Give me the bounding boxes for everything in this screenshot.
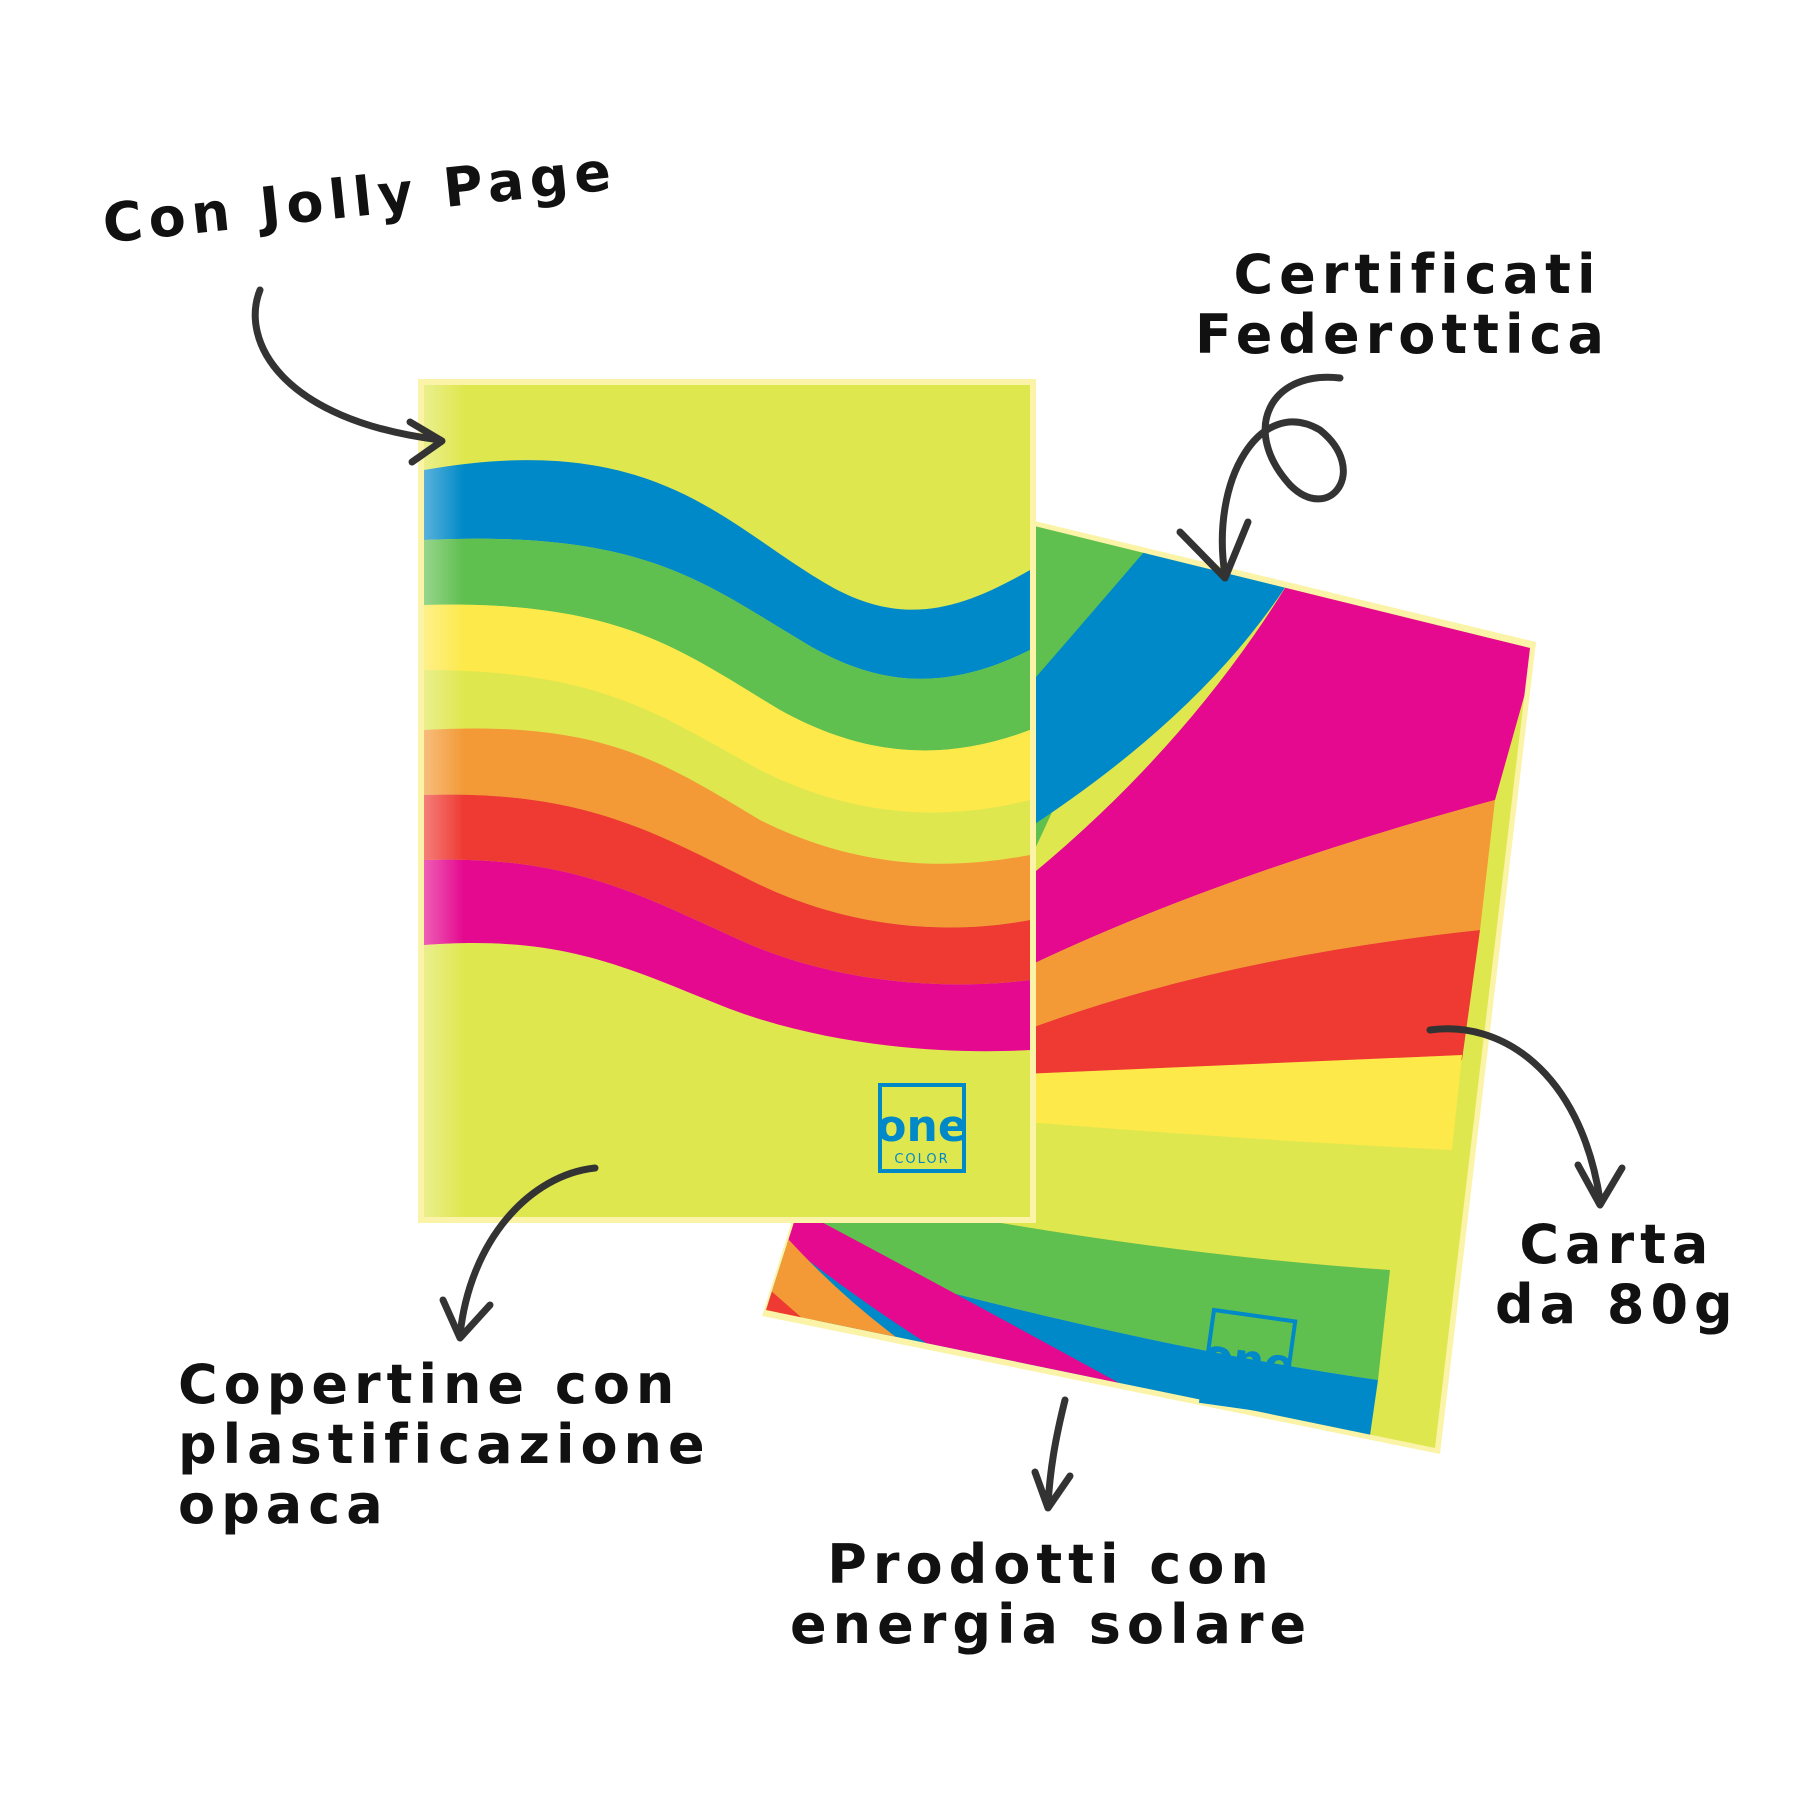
back-logo-word: one bbox=[1199, 1329, 1297, 1392]
label-copertine-line1: Copertine con bbox=[178, 1353, 681, 1416]
label-carta: Carta da 80g bbox=[1495, 1215, 1739, 1335]
label-prodotti-line2: energia solare bbox=[790, 1593, 1313, 1656]
label-carta-line1: Carta bbox=[1519, 1213, 1715, 1276]
arrow-copertine-icon bbox=[439, 1164, 599, 1342]
arrow-jolly-page-icon bbox=[251, 286, 446, 466]
label-copertine-line3: opaca bbox=[178, 1473, 389, 1536]
front-logo-sub: COLOR bbox=[894, 1152, 949, 1167]
front-notebook-cover: one COLOR bbox=[418, 379, 1036, 1223]
front-logo: one COLOR bbox=[876, 1083, 968, 1173]
arrow-certificati-icon bbox=[1176, 373, 1347, 582]
label-prodotti-line1: Prodotti con bbox=[827, 1533, 1275, 1596]
label-copertine-line2: plastificazione bbox=[178, 1413, 711, 1476]
label-prodotti: Prodotti con energia solare bbox=[790, 1535, 1312, 1655]
label-certificati: Certificati Federottica bbox=[1195, 245, 1610, 365]
front-logo-word: one bbox=[876, 1101, 967, 1152]
label-copertine: Copertine con plastificazione opaca bbox=[178, 1355, 711, 1535]
arrow-carta-icon bbox=[1426, 1025, 1626, 1209]
label-certificati-line2: Federottica bbox=[1195, 303, 1610, 366]
arrow-prodotti-icon bbox=[1031, 1396, 1074, 1512]
label-certificati-line1: Certificati bbox=[1233, 243, 1602, 306]
label-carta-line2: da 80g bbox=[1495, 1273, 1739, 1336]
